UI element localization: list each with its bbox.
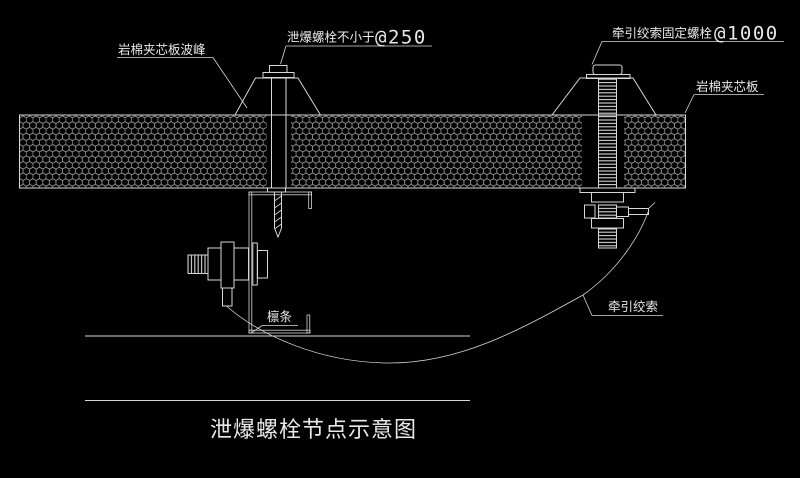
annotation-leaders [117,41,784,333]
cable-bolt-nut-lower [591,218,624,229]
purlin-bolt-backnut [257,250,268,279]
panel-crest-left [234,77,321,116]
purlin-bottom-lip [306,314,311,334]
panel-outline [19,114,686,189]
vent-bolt-assembly [234,65,321,239]
purlin-bolt-nut-outer [207,247,222,281]
cable-label: 牵引绞索 [608,299,658,314]
rock-wool-hatch-left [19,115,267,188]
cable-bolt-thread-end [598,228,617,249]
purlin-top-lip [308,191,312,209]
cable-anchor-stem [222,287,233,307]
cable-bolt-head [592,64,623,75]
cable-label-leader [582,294,593,316]
purlin-bottom-flange [248,329,311,334]
purlin-bolt-backplate [252,242,258,286]
rock-wool-hatch-middle [291,115,582,188]
cable-bolt-threaded-rod [598,78,617,189]
cable-eye-left-block [584,204,596,219]
vent-bolt-backing-plate [267,187,286,193]
drawing-title: 泄爆螺栓节点示意图 [210,418,417,443]
crest-label: 岩棉夹芯板波峰 [118,42,206,57]
purlin-label: 檩条 [267,309,293,324]
cable-bolt-bottom-washer [579,187,636,193]
cable-eye-connector [616,206,629,217]
vent-bolt-label-leader [280,45,287,65]
purlin-bolt-washer [220,241,235,289]
rock-wool-hatch-right [624,115,686,188]
vent-bolt-spec: @250 [375,27,427,49]
purlin-bolt-assembly [187,241,268,307]
sandwich-panel [19,114,686,189]
cable-bolt-nut-upper [591,192,624,203]
cable-eye-pin-tip [648,202,656,209]
cable-bolt-assembly [551,64,657,249]
purlin-bolt-threaded-rod [187,254,209,274]
vent-bolt-washer [262,72,295,78]
cable-bolt-label-leader [591,41,603,65]
cable-bolt-spec: @1000 [714,23,779,45]
vent-screw-body [274,192,282,239]
purlin-label-leader [251,325,263,333]
purlin-web [248,191,253,334]
crest-label-leader [212,57,248,109]
vent-screw-threads [274,195,282,230]
cable-eye-rod [598,204,617,219]
panel-label: 岩棉夹芯板 [696,79,759,94]
vent-bolt-label: 泄爆螺栓不小于 [287,30,375,45]
traction-cable-curve [226,210,649,364]
vent-bolt-head [269,65,288,73]
cable-bolt-label: 牵引绞索固定螺栓 [612,26,713,41]
panel-label-leader [684,94,695,114]
purlin-bolt-nut-inner [233,247,249,281]
cable-eye-pin [628,208,649,215]
